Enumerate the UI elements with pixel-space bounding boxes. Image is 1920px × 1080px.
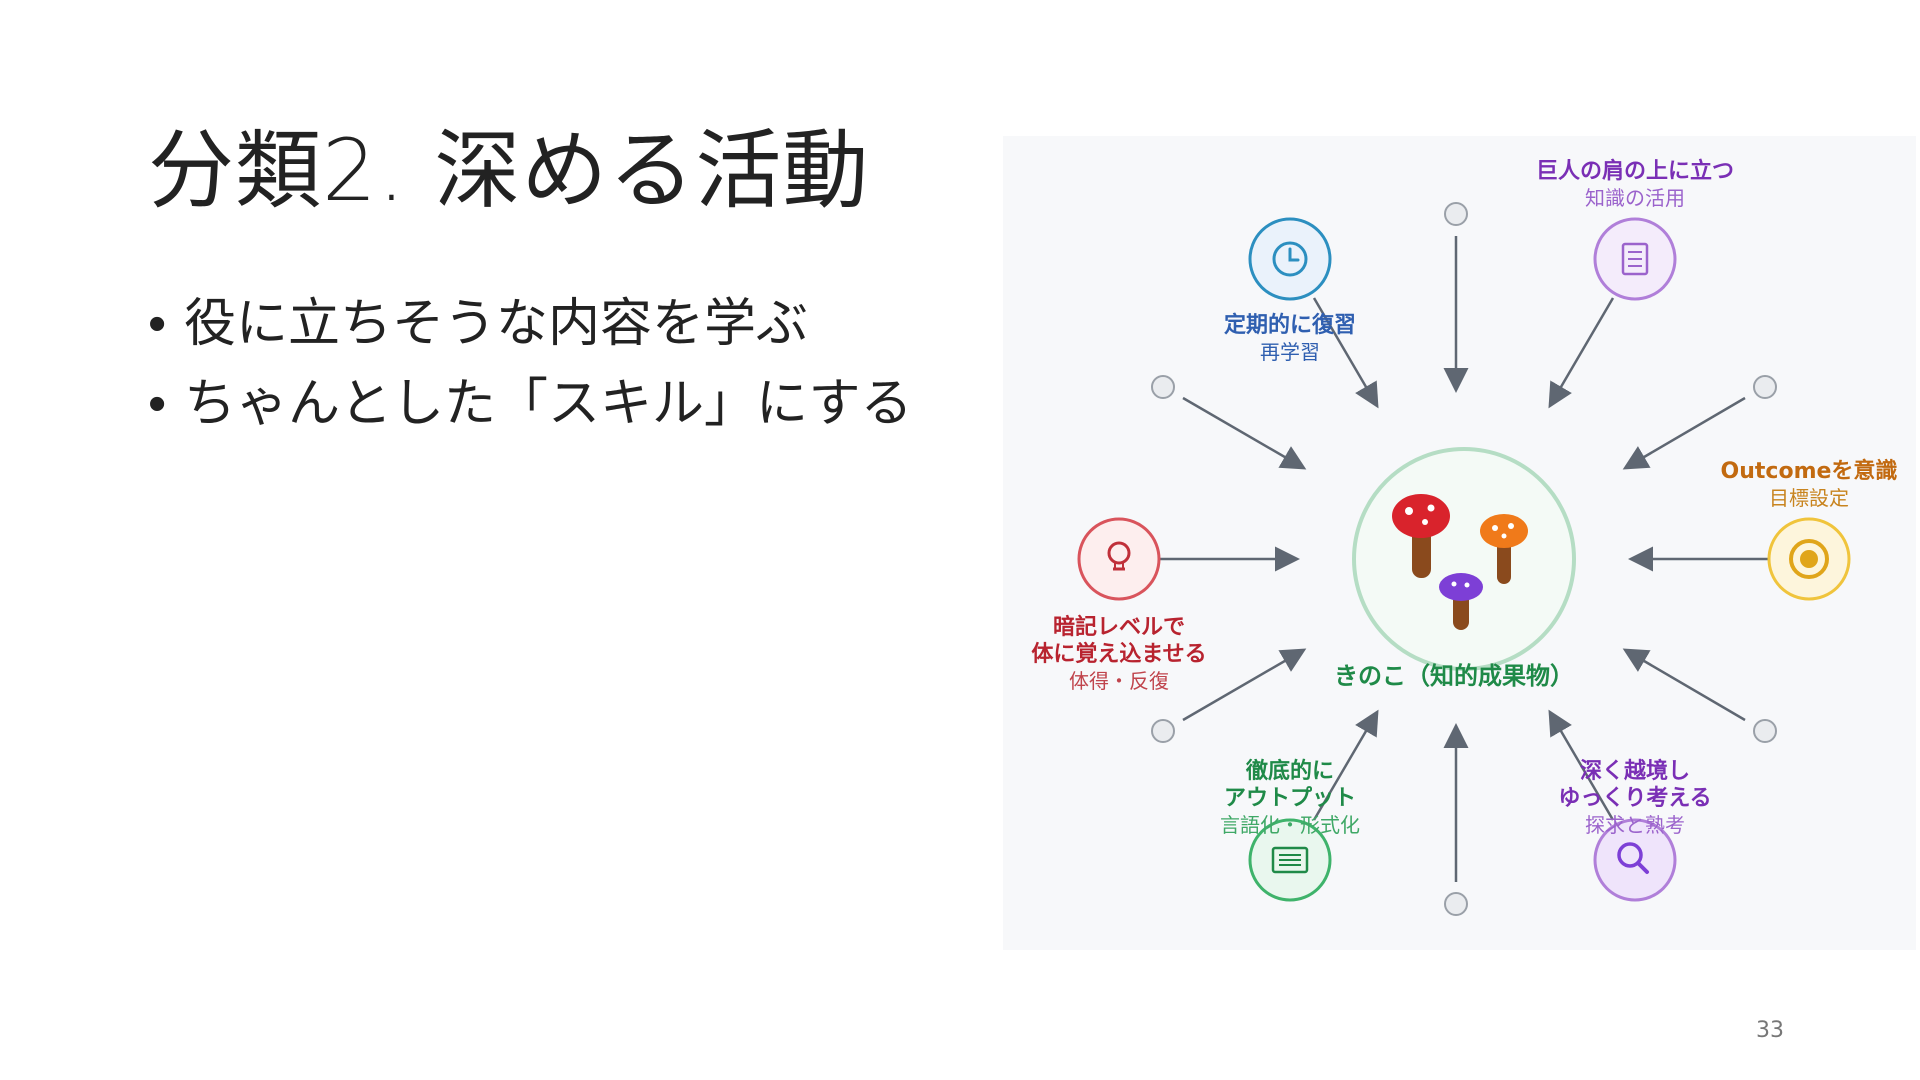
node-label-shoulders: 巨人の肩の上に立つ 知識の活用 [1535,159,1735,210]
node-label-outcome: Outcomeを意識 目標設定 [1720,459,1898,510]
node-label-explore: 深く越境し ゆっくり考える 探求と熟考 [1558,759,1712,837]
target-icon [1767,517,1851,601]
arrow-line [1312,709,1379,821]
node-label-output: 徹底的に アウトプット 言語化・形式化 [1220,759,1360,837]
center-circle [1352,447,1576,671]
clock-icon [1248,217,1332,301]
center-label: きのこ（知的成果物） [1334,662,1574,690]
endpoint-dot [1444,202,1468,226]
mushroom-icon [1480,514,1528,584]
node-label-memorize: 暗記レベルで 体に覚え込ませる 体得・反復 [1031,615,1207,693]
endpoint-dot [1444,892,1468,916]
node-label-review: 定期的に復習 再学習 [1223,313,1357,364]
endpoint-dot [1151,375,1175,399]
arrow-line [1182,648,1307,722]
endpoint-dot [1151,719,1175,743]
arrow-line [1622,396,1746,470]
arrow-line [1622,648,1746,722]
arrow-line [1312,297,1379,409]
lightbulb-icon [1077,517,1161,601]
mushroom-icon [1392,494,1450,578]
arrow-line [1548,297,1615,409]
search-icon [1593,818,1677,902]
endpoint-dot [1753,375,1777,399]
bullet-item: ちゃんとした「スキル」にする [148,364,913,444]
arrow-line [1548,709,1615,821]
page-number: 33 [1756,1018,1784,1043]
mushroom-icon [1439,573,1483,630]
diagram-graphics [1077,202,1851,916]
slide-title: 分類2. 深める活動 [148,121,870,221]
endpoint-dot [1753,719,1777,743]
document-icon [1593,217,1677,301]
bullet-list: 役に立ちそうな内容を学ぶ ちゃんとした「スキル」にする [148,284,913,444]
bullet-item: 役に立ちそうな内容を学ぶ [148,284,913,364]
arrow-line [1182,396,1307,470]
notes-icon [1248,818,1332,902]
mushroom-diagram: 定期的に復習 再学習 巨人の肩の上に立つ 知識の活用 Outcomeを意識 目標… [1003,136,1916,950]
